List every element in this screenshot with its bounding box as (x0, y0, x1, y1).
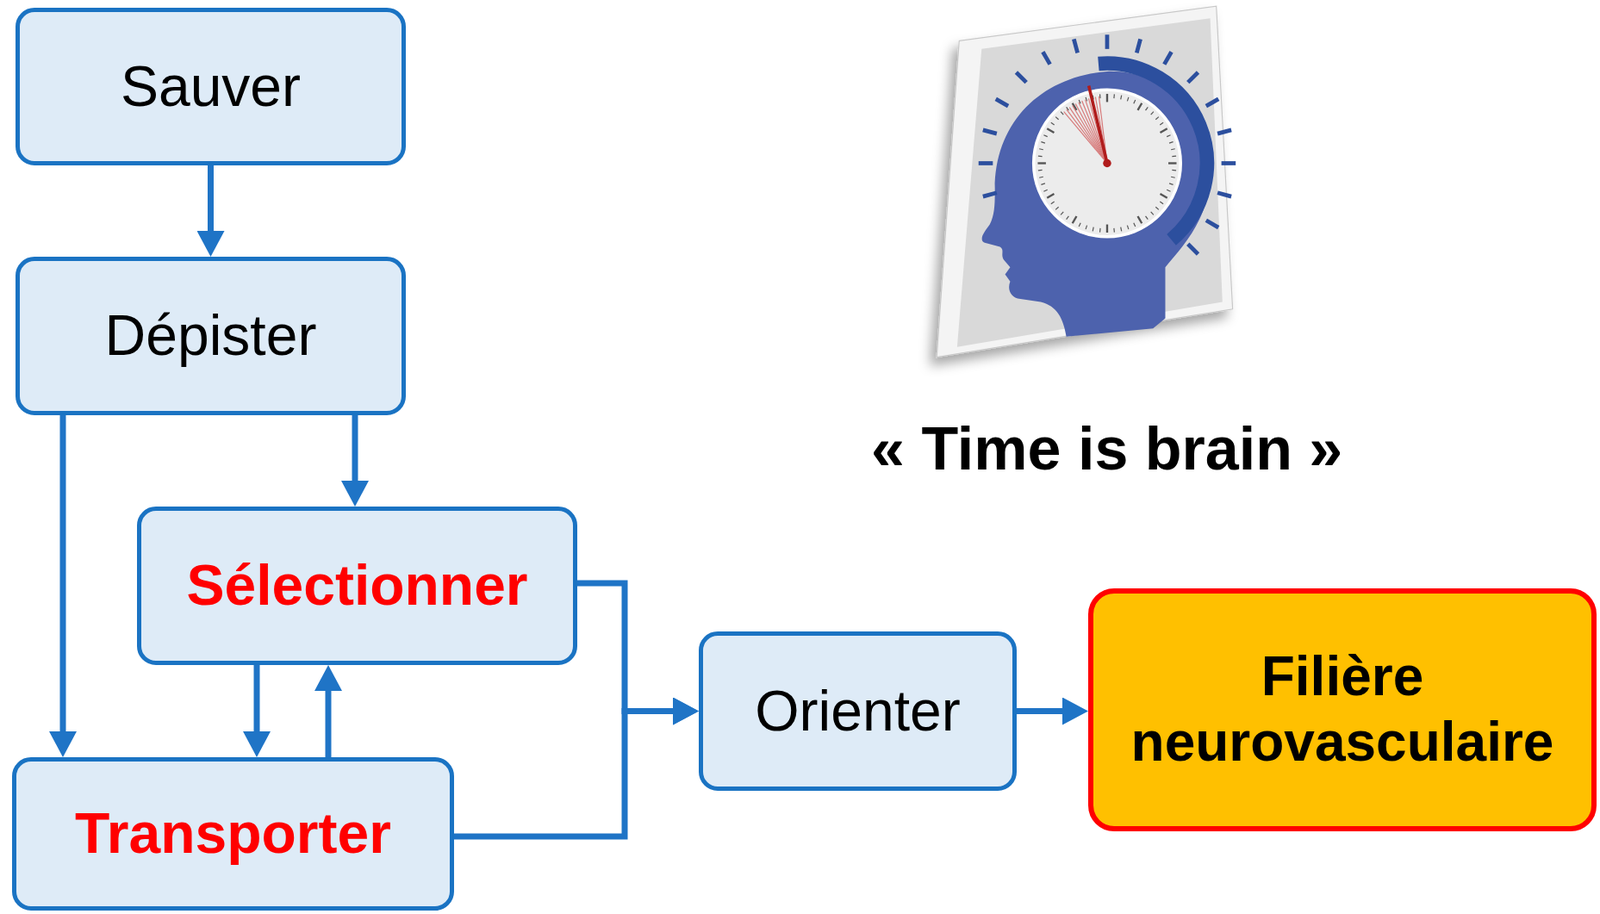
dial-tick (1145, 216, 1149, 220)
outer-tick (1015, 72, 1027, 83)
process-box: Sauver (15, 7, 406, 166)
box-text: Transporter (74, 800, 392, 868)
dial-tick (1171, 169, 1177, 172)
dial-tick (1170, 148, 1176, 150)
dial-tick (1159, 122, 1164, 125)
dial-tick (1060, 211, 1064, 216)
dial-tick (1168, 161, 1177, 164)
outer-tick (1221, 161, 1237, 166)
dial-tick (1169, 142, 1174, 144)
target-box: Filière neurovasculaire (1088, 588, 1597, 832)
outer-tick (1206, 99, 1219, 106)
box-text: Filière neurovasculaire (1107, 644, 1578, 775)
flow-arrow (254, 665, 261, 732)
dial-tick (1037, 161, 1046, 164)
dial-tick (1099, 228, 1102, 233)
dial-tick (1043, 189, 1047, 192)
dial-tick (1092, 227, 1095, 232)
dial-tick (1166, 135, 1171, 137)
dial-tick (1160, 193, 1168, 199)
flow-arrow (325, 691, 332, 758)
dial-tick (1137, 103, 1142, 111)
dial-tick (1060, 112, 1064, 116)
dial-tick (1106, 93, 1109, 102)
clock-face (1033, 89, 1182, 237)
flow-arrow (577, 583, 673, 712)
dial-tick (1126, 225, 1128, 231)
dial-tick (1051, 201, 1055, 205)
dial-tick (1170, 176, 1176, 179)
slogan-text: « Time is brain » (871, 414, 1343, 484)
dial-tick (1106, 224, 1109, 233)
dial-tick (1113, 228, 1115, 233)
dial-tick (1039, 176, 1044, 179)
box-text: Sélectionner (186, 552, 528, 620)
dial-tick (1151, 112, 1154, 116)
flow-arrow (207, 165, 214, 231)
dial-tick (1072, 216, 1078, 224)
dial-tick (1145, 106, 1149, 111)
outer-tick (1042, 51, 1050, 64)
outer-tick (1188, 72, 1199, 83)
outer-tick (1164, 51, 1171, 64)
dial-tick (1171, 155, 1177, 157)
tile-bevel (936, 6, 1233, 357)
outer-tick (1105, 34, 1110, 50)
box-text: Orienter (754, 678, 960, 746)
process-box: Orienter (698, 631, 1017, 791)
dial-tick (1120, 95, 1122, 100)
dial-tick (1066, 216, 1070, 220)
tile-face (957, 18, 1223, 347)
head-silhouette (982, 71, 1210, 337)
dial-tick (1046, 193, 1054, 199)
outer-tick (996, 99, 1009, 106)
box-text: Dépister (105, 302, 318, 370)
dial-tick (1040, 142, 1046, 144)
dial-tick (1166, 189, 1171, 192)
flow-arrow (1016, 708, 1063, 715)
dial-tick (1085, 225, 1087, 231)
dial-tick (1051, 122, 1055, 125)
flow-arrow (352, 415, 359, 481)
dial-tick (1155, 117, 1159, 120)
outer-tick (983, 192, 997, 197)
dial-tick (1126, 97, 1128, 102)
dial-tick (1046, 128, 1054, 133)
outer-tick (1188, 243, 1199, 255)
dial-tick (1155, 206, 1159, 210)
clock-hand (1089, 85, 1108, 163)
dial-tick (1169, 183, 1174, 185)
dial-tick (1038, 169, 1043, 172)
dial-tick (1055, 206, 1059, 210)
clock-pivot (1102, 159, 1111, 168)
dial-tick (1133, 99, 1136, 104)
outer-tick (1136, 38, 1140, 53)
dial-tick (1055, 117, 1059, 120)
dial-tick (1151, 211, 1154, 216)
dial-tick (1159, 201, 1164, 205)
dial-tick (1043, 135, 1047, 137)
outer-tick (1073, 38, 1078, 53)
outer-tick (1206, 220, 1219, 228)
dial-tick (1078, 223, 1081, 227)
flow-arrow (60, 415, 67, 732)
outer-tick (1217, 130, 1232, 134)
dial-tick (1038, 155, 1043, 157)
outer-tick (1217, 192, 1232, 197)
dial-tick (1040, 183, 1046, 185)
box-text: Sauver (120, 53, 301, 121)
process-box: Dépister (15, 256, 406, 416)
outer-tick (983, 130, 997, 134)
process-box: Transporter (12, 757, 455, 911)
dial-tick (1113, 93, 1115, 99)
dial-tick (1039, 148, 1044, 150)
dial-tick (1137, 216, 1142, 224)
process-box: Sélectionner (136, 506, 578, 666)
dial-tick (1160, 128, 1168, 133)
flow-arrow (454, 711, 673, 838)
motion-line (1078, 102, 1108, 164)
dial-tick (1120, 227, 1122, 232)
outer-tick (978, 161, 994, 166)
dial-tick (1133, 223, 1136, 227)
